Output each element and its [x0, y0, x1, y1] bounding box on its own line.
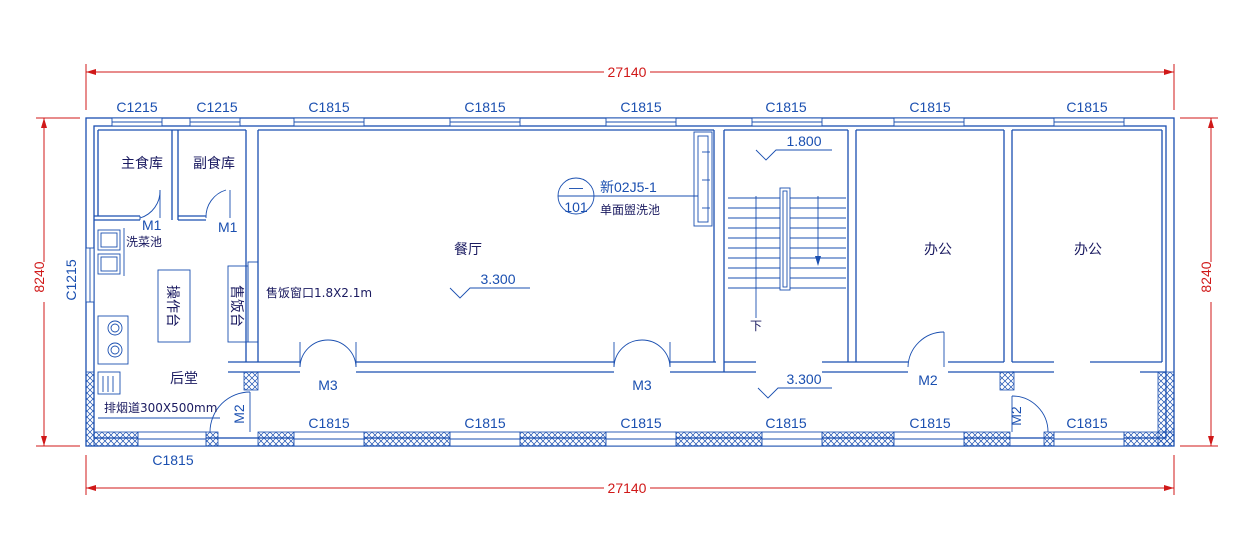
svg-text:101: 101	[564, 199, 588, 215]
elevation-stair-landing: 1.800	[755, 133, 832, 161]
room-main-store: 主食库	[121, 155, 163, 172]
svg-text:M2: M2	[918, 372, 938, 388]
window-label: C1815	[308, 415, 349, 431]
window-label: C1215	[63, 259, 79, 300]
svg-text:M3: M3	[318, 377, 338, 393]
door-m3-a: M3	[299, 339, 357, 393]
operation-table: 操作台	[157, 269, 191, 343]
windows-top	[111, 117, 1125, 127]
operation-table-label: 操作台	[164, 285, 180, 327]
window-label: C1215	[116, 99, 157, 115]
serving-window-label: 售饭窗口1.8X2.1m	[266, 285, 372, 300]
windows-bottom	[137, 431, 1125, 447]
svg-text:M2: M2	[1008, 406, 1024, 426]
door-m2-c: M2	[1008, 395, 1049, 433]
door-m2-b: M2	[907, 331, 945, 388]
window-label: C1815	[464, 415, 505, 431]
svg-text:3.300: 3.300	[480, 271, 515, 287]
door-m1-a: M1	[139, 189, 162, 233]
window-labels-bottom: C1815 C1815 C1815 C1815 C1815 C1815 C181…	[152, 415, 1107, 468]
wall-basin	[594, 131, 713, 227]
serving-table: 售饭台	[227, 261, 259, 343]
serving-table-label: 售饭台	[228, 285, 244, 327]
svg-text:M2: M2	[231, 404, 247, 424]
svg-text:—: —	[569, 179, 583, 195]
elevation-dining: 3.300	[449, 271, 530, 299]
dimension-bottom-label: 27140	[608, 480, 647, 496]
svg-text:M1: M1	[218, 219, 238, 235]
room-office-2: 办公	[1074, 242, 1102, 258]
interior-walls	[94, 129, 1166, 373]
sinks	[97, 228, 125, 276]
smoke-duct	[97, 371, 220, 419]
room-dining: 餐厅	[454, 242, 482, 258]
svg-text:M3: M3	[632, 377, 652, 393]
window-label: C1815	[620, 99, 661, 115]
window-label: C1815	[765, 99, 806, 115]
room-back-hall: 后堂	[170, 371, 198, 387]
window-label: C1215	[196, 99, 237, 115]
stair-down-label: 下	[750, 319, 762, 333]
window-left: C1215	[63, 247, 95, 303]
window-label: C1815	[1066, 99, 1107, 115]
window-label: C1815	[464, 99, 505, 115]
outer-walls	[85, 117, 1175, 447]
window-label: C1815	[909, 415, 950, 431]
room-office-1: 办公	[924, 242, 952, 258]
door-m2-a: M2	[209, 391, 251, 433]
window-label: C1815	[765, 415, 806, 431]
svg-text:单面盥洗池: 单面盥洗池	[600, 203, 660, 217]
dimension-bottom: 27140	[85, 455, 1175, 496]
elevation-stair-bottom: 3.300	[757, 371, 832, 399]
smoke-duct-label: 排烟道300X500mm	[104, 401, 217, 415]
room-side-store: 副食库	[193, 155, 235, 172]
window-labels-top: C1215 C1215 C1815 C1815 C1815 C1815 C181…	[116, 99, 1107, 115]
window-label: C1815	[1066, 415, 1107, 431]
svg-text:新02J5-1: 新02J5-1	[600, 179, 657, 195]
svg-text:1.800: 1.800	[786, 133, 821, 149]
dimension-right-label: 8240	[1198, 261, 1214, 292]
stoves	[97, 315, 129, 365]
detail-reference: — 101 新02J5-1 单面盥洗池	[557, 177, 660, 217]
dimension-top: 27140	[85, 64, 1175, 110]
dimension-left: 8240	[31, 117, 80, 447]
window-label: C1815	[308, 99, 349, 115]
dimension-top-label: 27140	[608, 64, 647, 80]
dimension-right: 8240	[1180, 117, 1219, 447]
door-m3-b: M3	[613, 339, 671, 393]
dimension-left-label: 8240	[31, 261, 47, 292]
door-m1-b: M1	[205, 189, 238, 235]
window-label: C1815	[909, 99, 950, 115]
svg-text:3.300: 3.300	[786, 371, 821, 387]
svg-text:M1: M1	[142, 217, 162, 233]
window-label: C1815	[620, 415, 661, 431]
window-label: C1815	[152, 452, 193, 468]
stair	[728, 187, 846, 318]
wash-sink-label: 洗菜池	[126, 235, 162, 249]
